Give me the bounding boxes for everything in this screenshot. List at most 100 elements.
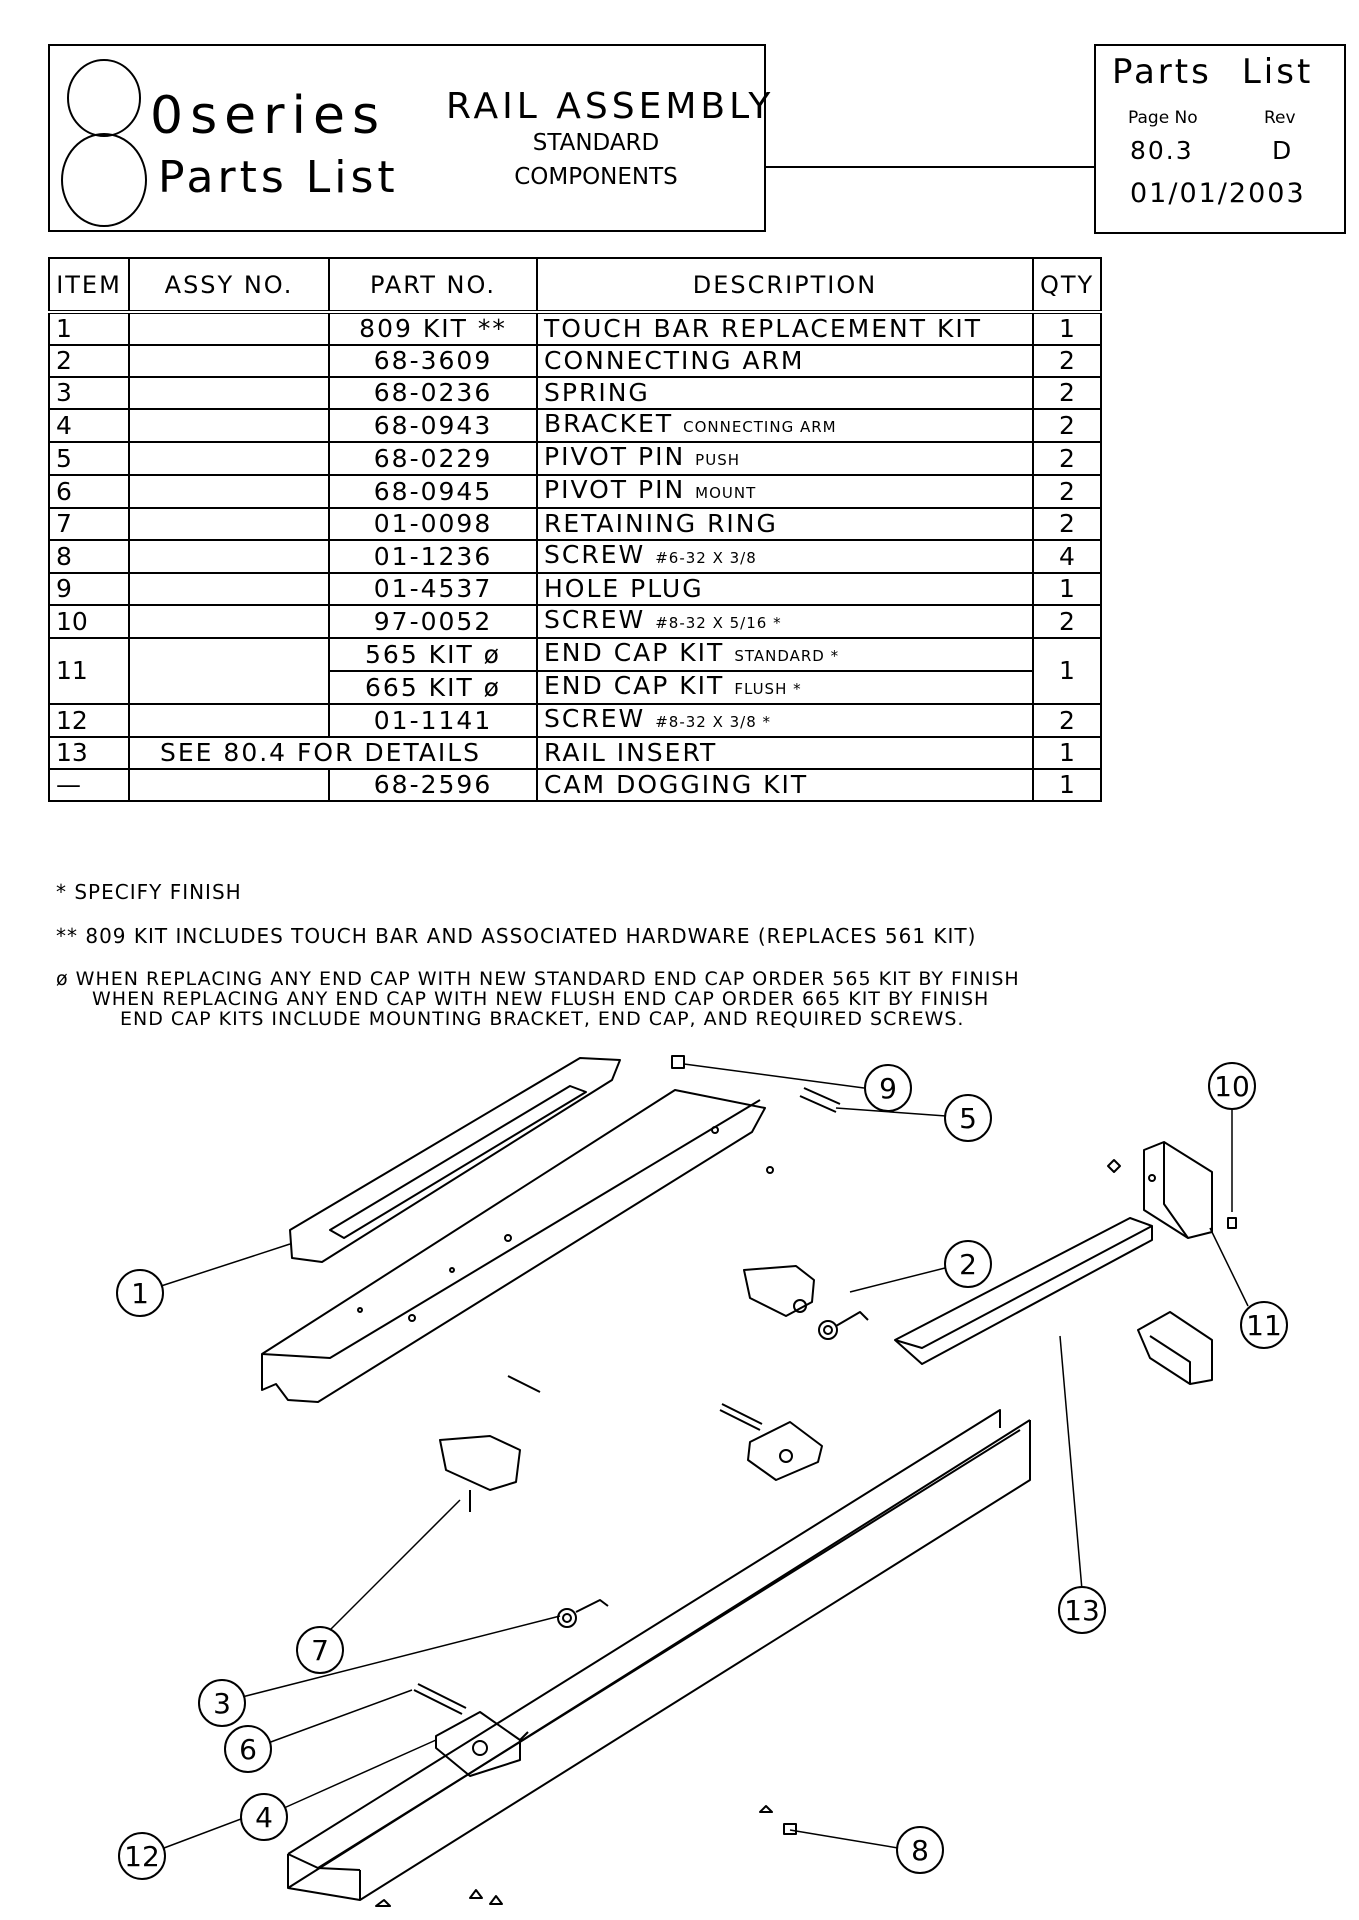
description-text: RETAINING RING bbox=[544, 509, 778, 538]
rail-insert-part bbox=[894, 1217, 1153, 1365]
cell-description: BRACKET CONNECTING ARM bbox=[536, 408, 1034, 443]
assembly-subtitle-2: COMPONENTS bbox=[514, 164, 678, 190]
svg-text:9: 9 bbox=[879, 1072, 897, 1105]
page-info-box bbox=[1094, 44, 1346, 234]
svg-text:8: 8 bbox=[911, 1834, 929, 1867]
description-text: BRACKET bbox=[544, 409, 674, 438]
cell-qty: 2 bbox=[1032, 408, 1102, 443]
lower-rail-part bbox=[287, 1409, 1031, 1901]
cell-qty: 1 bbox=[1032, 768, 1102, 802]
title-block bbox=[48, 44, 766, 232]
title-connector-line bbox=[766, 166, 1094, 168]
description-detail: MOUNT bbox=[695, 484, 757, 502]
connecting-arm-part-2 bbox=[439, 1435, 521, 1512]
cell-assy-no bbox=[128, 507, 330, 541]
cell-description: SCREW#6-32 X 3/8 bbox=[536, 539, 1034, 574]
cell-assy-no bbox=[128, 703, 330, 738]
cell-item: — bbox=[48, 768, 130, 802]
cell-part-no: 809 KIT ** bbox=[328, 310, 538, 346]
cell-description: CONNECTING ARM bbox=[536, 344, 1034, 378]
cell-part-no: 01-1236 bbox=[328, 539, 538, 574]
cell-item: 12 bbox=[48, 703, 130, 738]
description-detail: CONNECTING ARM bbox=[683, 418, 837, 436]
upper-rail-part bbox=[261, 1089, 774, 1403]
cell-qty: 2 bbox=[1032, 604, 1102, 639]
header-qty: QTY bbox=[1032, 257, 1102, 313]
assembly-title: RAIL ASSEMBLY bbox=[446, 86, 775, 127]
svg-text:1: 1 bbox=[131, 1277, 149, 1310]
description-text: CONNECTING ARM bbox=[544, 346, 805, 375]
cell-part-no: 01-1141 bbox=[328, 703, 538, 738]
description-text: END CAP KIT bbox=[544, 671, 725, 700]
bracket-part-upper bbox=[747, 1421, 823, 1481]
page-no-label: Page No bbox=[1128, 108, 1198, 128]
spring-part bbox=[557, 1599, 609, 1628]
pivot-pin-part-6 bbox=[413, 1683, 467, 1715]
cell-assy-no bbox=[128, 441, 330, 476]
cell-assy-no bbox=[128, 310, 330, 346]
cell-assy-no bbox=[128, 604, 330, 639]
cell-part-no: 68-0236 bbox=[328, 376, 538, 410]
cell-part-no: 68-2596 bbox=[328, 768, 538, 802]
cell-qty: 1 bbox=[1032, 310, 1102, 346]
cell-item: 9 bbox=[48, 572, 130, 606]
description-text: END CAP KIT bbox=[544, 638, 725, 667]
description-text: SCREW bbox=[544, 540, 646, 569]
cell-assy-no bbox=[128, 572, 330, 606]
cell-assy-no bbox=[128, 344, 330, 378]
callout-12: 12 bbox=[118, 1832, 166, 1880]
cell-item: 4 bbox=[48, 408, 130, 443]
page-date: 01/01/2003 bbox=[1130, 178, 1306, 209]
callout-8: 8 bbox=[896, 1826, 944, 1874]
rev-value: D bbox=[1272, 136, 1294, 165]
description-text: SCREW bbox=[544, 605, 646, 634]
connecting-arm-part bbox=[743, 1265, 815, 1317]
cell-part-no: 68-0943 bbox=[328, 408, 538, 443]
callout-9: 9 bbox=[864, 1064, 912, 1112]
end-cap-bracket-part bbox=[1137, 1311, 1213, 1385]
description-text: PIVOT PIN bbox=[544, 475, 686, 504]
header-part-no: PART NO. bbox=[328, 257, 538, 313]
header-assy-no: ASSY NO. bbox=[128, 257, 330, 313]
page-no-value: 80.3 bbox=[1130, 136, 1194, 165]
leader-lines bbox=[157, 1063, 1249, 1849]
cell-item: 6 bbox=[48, 474, 130, 509]
svg-text:4: 4 bbox=[255, 1801, 273, 1834]
end-cap-part bbox=[1143, 1141, 1213, 1239]
cell-item: 7 bbox=[48, 507, 130, 541]
cell-assy-part-merged: SEE 80.4 FOR DETAILS bbox=[128, 736, 538, 770]
cell-part-no: 68-0945 bbox=[328, 474, 538, 509]
cell-qty: 2 bbox=[1032, 703, 1102, 738]
cell-item: 13 bbox=[48, 736, 130, 770]
table-header-row: ITEM ASSY NO. PART NO. DESCRIPTION QTY bbox=[48, 257, 1102, 313]
description-text: RAIL INSERT bbox=[544, 738, 718, 767]
description-detail: #8-32 X 5/16 * bbox=[655, 614, 782, 632]
cell-assy-no bbox=[128, 768, 330, 802]
cell-qty: 1 bbox=[1032, 572, 1102, 606]
cell-assy-no bbox=[128, 637, 330, 705]
exploded-diagram: 1 2 3 4 5 6 7 8 9 10 11 12 13 bbox=[116, 1055, 1288, 1907]
rev-label: Rev bbox=[1264, 108, 1296, 128]
header-description: DESCRIPTION bbox=[536, 257, 1034, 313]
cell-item: 8 bbox=[48, 539, 130, 574]
cell-description: HOLE PLUG bbox=[536, 572, 1034, 606]
svg-text:5: 5 bbox=[959, 1102, 977, 1135]
callout-6: 6 bbox=[224, 1725, 272, 1773]
svg-text:12: 12 bbox=[124, 1840, 160, 1873]
cell-part-no: 665 KIT ø bbox=[328, 670, 538, 705]
callout-10: 10 bbox=[1208, 1062, 1256, 1110]
parts-table: ITEM ASSY NO. PART NO. DESCRIPTION QTY 1… bbox=[48, 257, 1102, 802]
